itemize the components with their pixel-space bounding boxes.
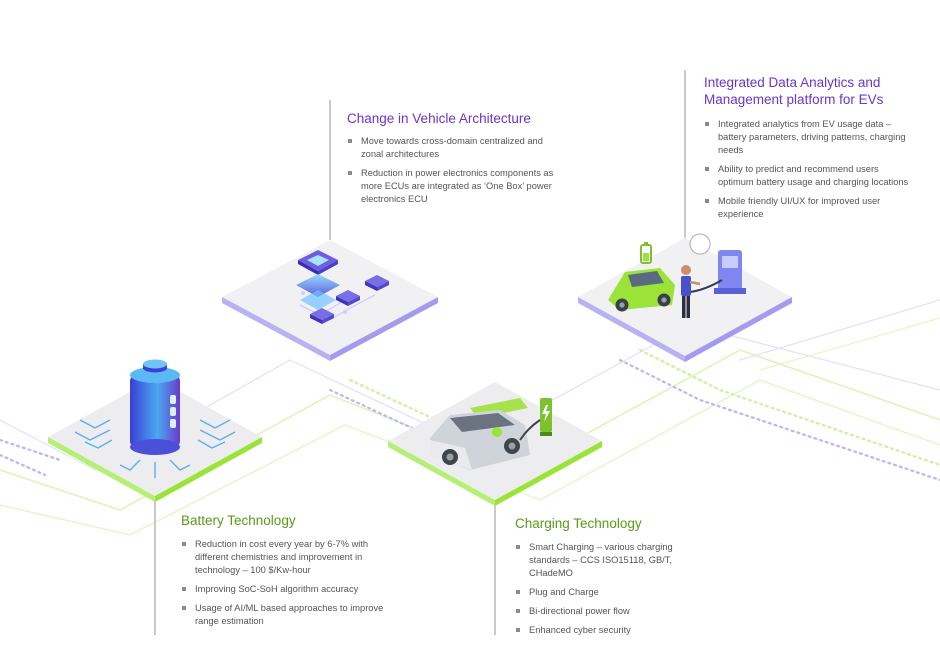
section-charging: Charging Technology Smart Charging – var… [515,515,715,643]
section-battery: Battery Technology Reduction in cost eve… [181,512,403,634]
bullet-item: Mobile friendly UI/UX for improved user … [704,195,914,221]
connector-line-charging [494,505,496,635]
bullet-list: Smart Charging – various charging standa… [515,541,715,637]
connector-line-data-analytics [684,70,686,238]
section-title: Battery Technology [181,513,296,528]
section-title: Change in Vehicle Architecture [347,111,531,126]
connector-line-battery [154,500,156,635]
battery-icon [74,359,236,478]
section-vehicle-architecture: Change in Vehicle Architecture Move towa… [347,110,559,212]
bullet-item: Usage of AI/ML based approaches to impro… [181,602,403,628]
bullet-item: Move towards cross-domain centralized an… [347,135,559,161]
bullet-item: Enhanced cyber security [515,624,715,637]
connector-line-vehicle-architecture [329,100,331,240]
bullet-item: Improving SoC-SoH algorithm accuracy [181,583,403,596]
bullet-list: Move towards cross-domain centralized an… [347,135,559,206]
section-data-analytics: Integrated Data Analytics and Management… [704,74,914,227]
bullet-item: Plug and Charge [515,586,715,599]
bullet-item: Reduction in power electronics component… [347,167,559,206]
bullet-item: Smart Charging – various charging standa… [515,541,715,580]
bullet-list: Integrated analytics from EV usage data … [704,118,914,221]
bullet-item: Bi-directional power flow [515,605,715,618]
bullet-list: Reduction in cost every year by 6-7% wit… [181,538,403,628]
chip-stack-icon [296,250,389,324]
bullet-item: Integrated analytics from EV usage data … [704,118,914,157]
section-title: Integrated Data Analytics and Management… [704,75,884,107]
bullet-item: Ability to predict and recommend users o… [704,163,914,189]
charging-station-user-icon [608,233,746,318]
ev-charging-icon [430,398,552,470]
section-title: Charging Technology [515,516,642,531]
bullet-item: Reduction in cost every year by 6-7% wit… [181,538,403,577]
